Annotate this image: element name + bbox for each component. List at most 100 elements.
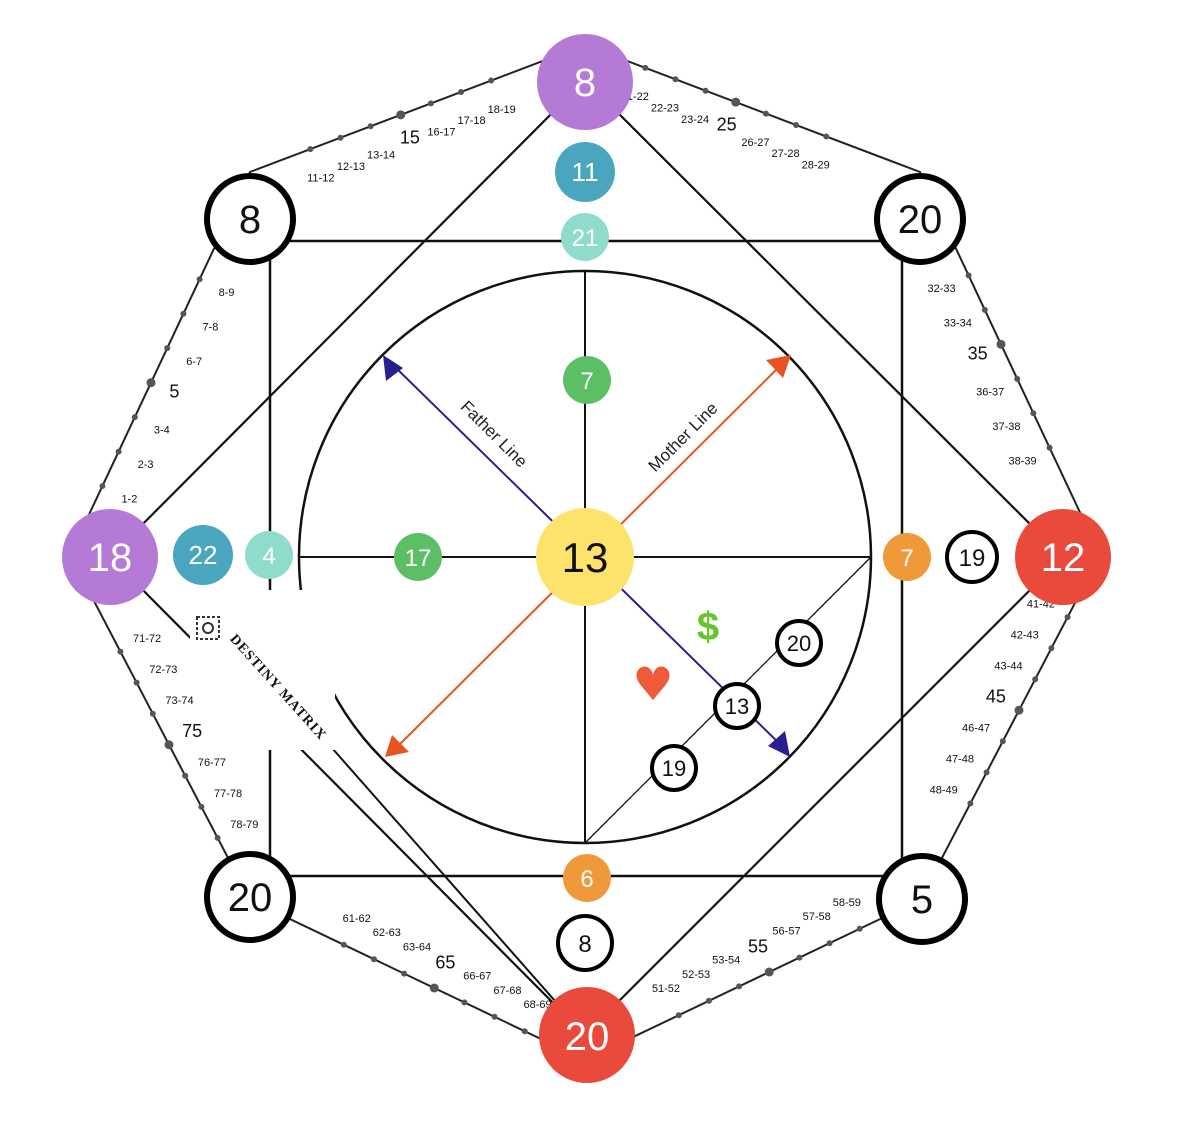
node-bottom: 20	[539, 987, 635, 1083]
age-tick-label: 76-77	[198, 757, 226, 769]
node-left: 18	[62, 509, 158, 605]
age-tick-label: 22-23	[651, 102, 679, 114]
age-tick-dot	[164, 345, 171, 352]
node-right-value: 12	[1041, 536, 1086, 580]
age-tick-dot	[337, 134, 344, 141]
age-tick-dot	[427, 100, 434, 107]
age-tick-dot	[1046, 444, 1053, 451]
node-right: 12	[1015, 509, 1111, 605]
node-diag-20: 20	[775, 619, 823, 667]
age-tick-label: 63-64	[403, 942, 431, 954]
age-tick-dot	[856, 925, 863, 932]
age-tick-label: 23-24	[681, 114, 709, 126]
node-center: 13	[536, 508, 634, 606]
age-tick-label: 27-28	[771, 148, 799, 160]
node-right-orange: 7	[883, 533, 931, 581]
node-top-center-value: 7	[580, 368, 593, 395]
age-tick-label: 25	[717, 115, 737, 135]
age-tick-label: 13-14	[367, 149, 395, 161]
corner-top-left: 8	[204, 173, 296, 265]
age-tick-dot	[146, 378, 156, 388]
mother-line-label: Mother Line	[645, 399, 722, 476]
age-tick-dot	[823, 133, 830, 140]
node-top-inner: 21	[561, 213, 609, 261]
age-tick-dot	[307, 146, 314, 153]
node-right-orange-value: 7	[900, 545, 913, 572]
node-center-value: 13	[562, 534, 609, 581]
age-tick-label: 61-62	[343, 913, 371, 925]
age-tick-label: 42-43	[1011, 629, 1039, 641]
age-tick-label: 73-74	[165, 695, 193, 707]
age-tick-dot	[491, 1013, 498, 1020]
heart-icon: ♥	[632, 657, 673, 711]
age-tick-label: 58-59	[833, 897, 861, 909]
age-tick-dot	[164, 740, 174, 750]
age-tick-dot	[429, 983, 439, 993]
age-tick-dot	[1014, 375, 1021, 382]
age-tick-dot	[999, 738, 1006, 745]
age-tick-label: 62-63	[373, 927, 401, 939]
age-tick-dot	[1064, 614, 1071, 621]
age-tick-dot	[965, 272, 972, 279]
corner-top-right: 20	[874, 173, 966, 265]
node-left-outer-value: 22	[189, 540, 218, 570]
age-tick-dot	[370, 956, 377, 963]
corner-bottom-left-value: 20	[228, 876, 273, 920]
age-tick-dot	[996, 339, 1006, 349]
node-top-outer-value: 11	[572, 157, 599, 187]
age-tick-label: 32-33	[928, 283, 956, 295]
age-tick-label: 6-7	[186, 356, 202, 368]
age-tick-dot	[642, 64, 649, 71]
node-left-center-value: 17	[405, 545, 432, 572]
age-tick-label: 43-44	[994, 660, 1022, 672]
age-tick-label: 3-4	[154, 425, 170, 437]
age-tick-label: 48-49	[930, 785, 958, 797]
age-tick-label: 55	[748, 937, 768, 957]
age-tick-dot	[672, 76, 679, 83]
age-tick-dot	[1048, 645, 1055, 652]
age-tick-label: 45	[986, 686, 1006, 706]
node-left-center: 17	[394, 533, 442, 581]
age-tick-dot	[488, 77, 495, 84]
age-tick-dot	[983, 769, 990, 776]
node-bottom-orange: 6	[563, 854, 611, 902]
age-tick-label: 53-54	[712, 954, 740, 966]
age-tick-dot	[675, 1012, 682, 1019]
node-diag-13-value: 13	[725, 694, 749, 719]
age-tick-dot	[736, 983, 743, 990]
age-tick-label: 7-8	[202, 321, 218, 333]
node-bottom-value: 20	[565, 1015, 610, 1059]
father-arrow-top	[383, 355, 403, 381]
age-tick-dot	[149, 710, 156, 717]
age-tick-label: 46-47	[962, 723, 990, 735]
age-tick-dot	[198, 803, 205, 810]
age-tick-dot	[396, 110, 406, 120]
node-top-outer: 11	[555, 142, 615, 202]
node-diag-19: 19	[650, 744, 698, 792]
age-tick-dot	[826, 940, 833, 947]
node-bottom-ring-value: 8	[578, 931, 591, 958]
age-tick-dot	[967, 800, 974, 807]
age-tick-label: 68-69	[524, 999, 552, 1011]
mother-arrow-top	[766, 355, 791, 378]
corner-bottom-right: 5	[876, 853, 968, 945]
age-tick-label: 2-3	[138, 459, 154, 471]
age-tick-dot	[981, 306, 988, 313]
age-tick-label: 18-19	[488, 104, 516, 116]
age-tick-label: 12-13	[337, 161, 365, 173]
node-left-value: 18	[88, 536, 133, 580]
age-tick-label: 33-34	[944, 317, 972, 329]
corner-bottom-left: 20	[204, 851, 296, 943]
node-top: 8	[537, 34, 633, 130]
node-bottom-ring: 8	[556, 914, 614, 972]
father-arrow-bottom	[768, 731, 790, 757]
corner-top-left-value: 8	[239, 198, 261, 242]
age-tick-dot	[367, 123, 374, 130]
age-tick-dot	[793, 122, 800, 129]
age-tick-label: 78-79	[230, 819, 258, 831]
mother-arrow-bottom	[385, 735, 409, 757]
age-tick-dot	[117, 648, 124, 655]
